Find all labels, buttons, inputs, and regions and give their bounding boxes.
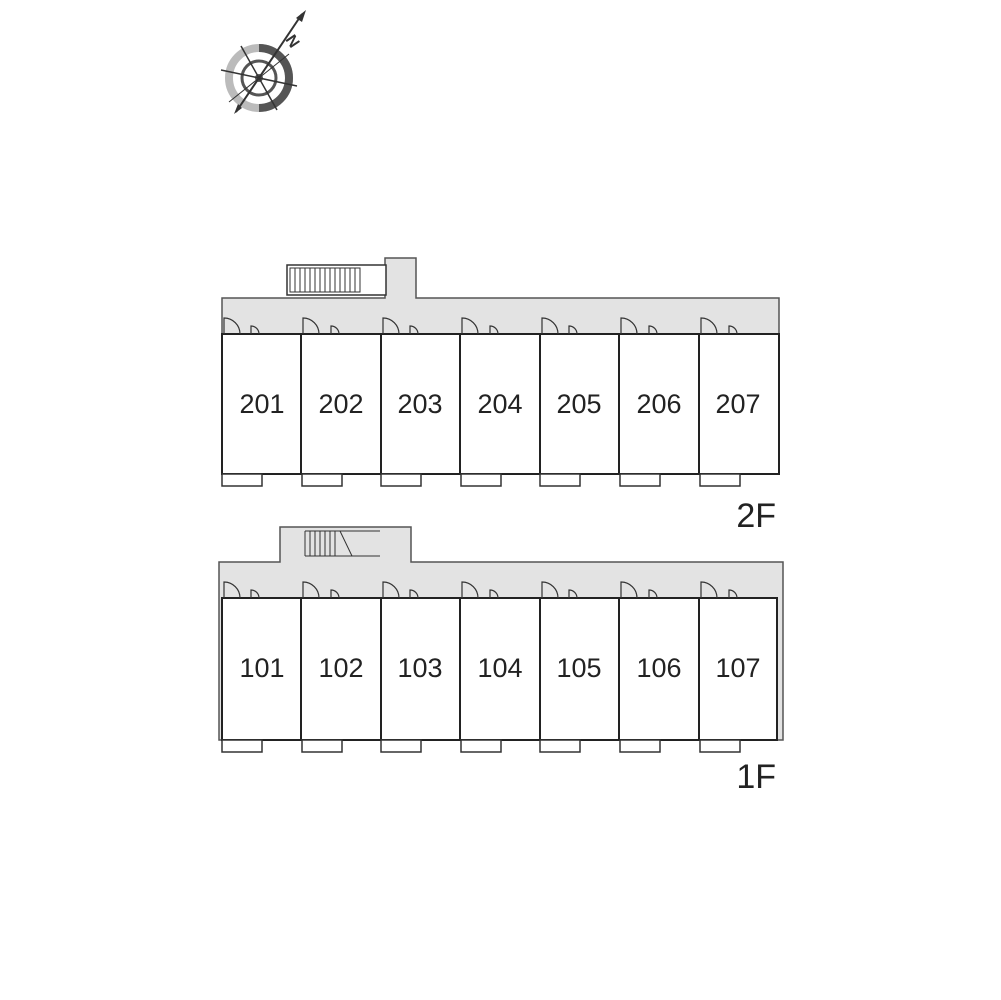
unit-104: 104 [459,581,541,753]
unit-101: 101 [221,581,302,753]
compass-north-label: N [282,32,303,51]
unit-202: 202 [300,317,382,487]
floor-label-1f: 1F [736,758,776,796]
unit-label: 207 [715,389,760,419]
unit-207: 207 [698,317,780,487]
unit-label: 202 [318,389,363,419]
unit-label: 104 [477,653,522,683]
unit-label: 201 [239,389,284,419]
unit-102: 102 [300,581,382,753]
unit-label: 205 [556,389,601,419]
staircase-2f [286,264,387,296]
unit-label: 102 [318,653,363,683]
unit-label: 105 [556,653,601,683]
compass-icon: N [220,10,306,114]
unit-label: 101 [239,653,284,683]
unit-201: 201 [221,317,302,487]
staircase-1f [304,530,380,557]
floor-label-2f: 2F [736,497,776,535]
unit-105: 105 [539,581,620,753]
unit-label: 204 [477,389,522,419]
unit-label: 203 [397,389,442,419]
unit-106: 106 [618,581,700,753]
unit-204: 204 [459,317,541,487]
unit-206: 206 [618,317,700,487]
unit-label: 107 [715,653,760,683]
unit-label: 103 [397,653,442,683]
unit-label: 106 [636,653,681,683]
unit-107: 107 [698,581,778,753]
floor-2f-plan: 201 202 203 204 205 [221,257,780,535]
unit-203: 203 [380,317,461,487]
unit-103: 103 [380,581,461,753]
unit-205: 205 [539,317,620,487]
unit-label: 206 [636,389,681,419]
floor-1f-plan: 101 102 103 104 105 [218,526,784,796]
